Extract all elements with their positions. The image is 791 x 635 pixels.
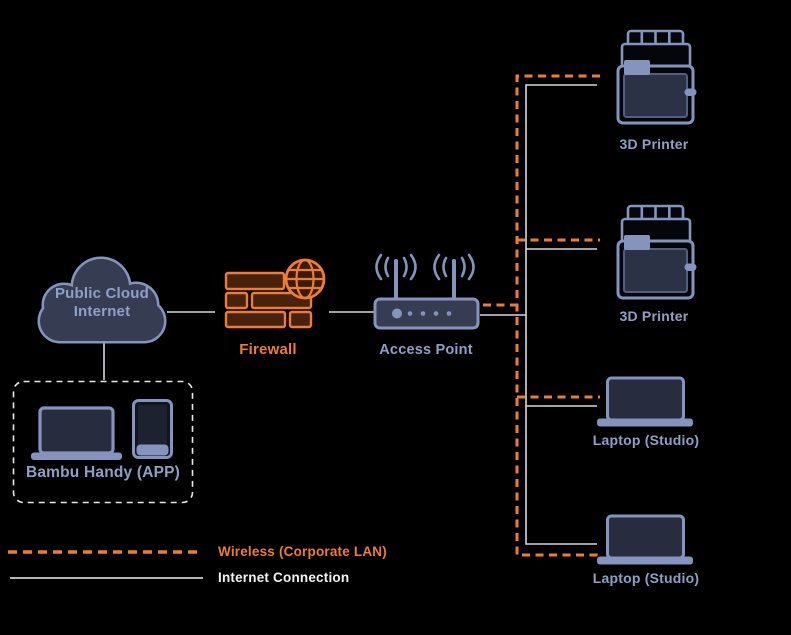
legend: [8, 550, 203, 579]
access-point-icon: [373, 253, 480, 330]
handy-laptop-icon: [31, 406, 122, 460]
handy-phone-icon: [132, 399, 173, 459]
lan-trunk: [515, 74, 600, 557]
laptop2-label: Laptop (Studio): [592, 570, 700, 586]
printer-icon-1: [616, 29, 698, 125]
wireless-lan-lines: [483, 74, 600, 557]
bambu-handy-label: Bambu Handy (APP): [25, 464, 181, 481]
access-point-label: Access Point: [379, 342, 473, 358]
internet-connection-lines: [103, 84, 597, 545]
bambu-handy-group: [12, 380, 194, 504]
legend-wireless-label: Wireless (Corporate LAN): [218, 544, 387, 559]
cloud-icon: [37, 256, 167, 344]
laptop-icon-1: [595, 376, 695, 428]
laptop1-label: Laptop (Studio): [592, 432, 700, 448]
firewall-label: Firewall: [239, 341, 297, 358]
line-trunk-gray: [525, 84, 597, 545]
handy-group-border: [12, 380, 194, 504]
laptop-icon-2: [595, 514, 695, 566]
firewall-icon: [224, 258, 326, 329]
printer2-label: 3D Printer: [619, 308, 689, 324]
cloud-label-line1: Public Cloud: [54, 285, 150, 302]
cloud-label-line2: Internet: [73, 303, 131, 320]
wifi-wave-icon: [375, 253, 475, 281]
legend-internet-label: Internet Connection: [218, 570, 350, 585]
printer1-label: 3D Printer: [619, 136, 689, 152]
printer-icon-2: [616, 204, 698, 300]
router-leds: [392, 308, 452, 319]
antennas: [394, 259, 456, 302]
globe-icon: [284, 258, 326, 300]
